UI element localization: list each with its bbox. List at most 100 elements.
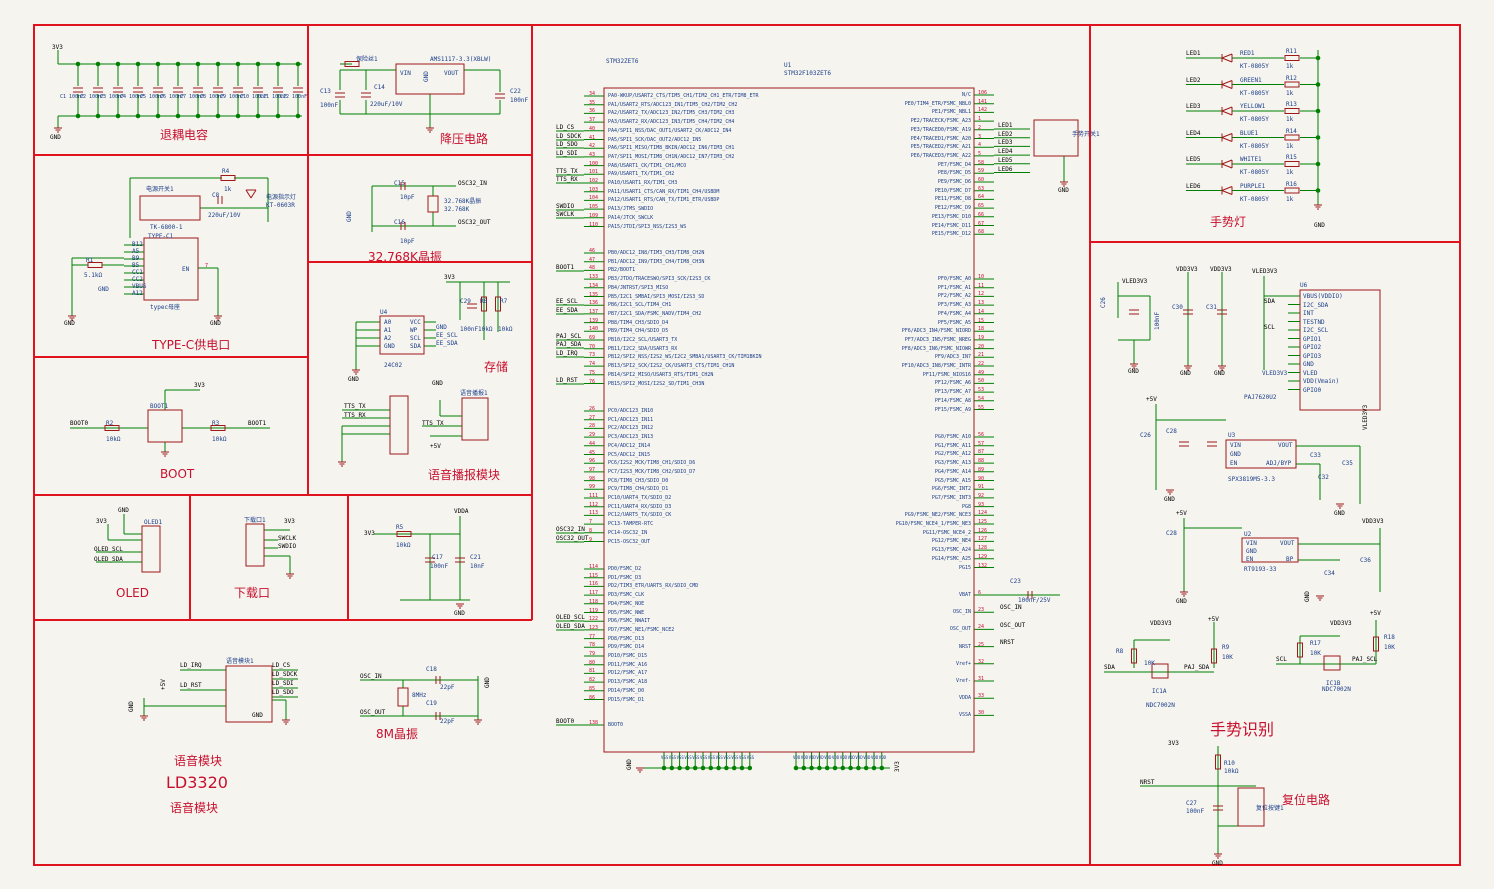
c17-label: C17 xyxy=(432,554,443,561)
mcu-pin-name: PF4/FSMC_A4 xyxy=(937,310,971,317)
mcu-pin-number: 26 xyxy=(589,406,596,412)
title-typec: TYPE-C供电口 xyxy=(152,338,231,352)
mcu-pin-number: 40 xyxy=(589,125,596,132)
r5-value: 10kΩ xyxy=(396,542,411,549)
mcu-net-label: SWDIO xyxy=(556,203,575,210)
led-net: LED2 xyxy=(1186,76,1201,84)
vdda-net: VDDA xyxy=(454,508,469,515)
mcu-pin-number: 44 xyxy=(589,440,596,447)
mcu-pin-number: 142 xyxy=(978,107,988,114)
mcu-pin-name: Vref+ xyxy=(955,660,971,667)
mcu-pin-number: 100 xyxy=(589,160,599,167)
resistor-symbol xyxy=(1284,81,1300,88)
c22-label: C22 xyxy=(510,88,521,95)
vled-rail: VLED3V3 xyxy=(1252,268,1278,275)
led-part: KT-0805Y xyxy=(1240,142,1269,150)
mcu-pin-name: PF10/ADC3_IN8/FSMC_INTR xyxy=(901,363,971,369)
resistor-symbol xyxy=(1297,642,1303,658)
u4-pin: WP xyxy=(410,327,418,334)
mcu-pin-number: 112 xyxy=(589,501,599,508)
c23-value: 100nF/25V xyxy=(1018,597,1051,604)
resistor-ref: R14 xyxy=(1286,127,1297,135)
ld-net: LD_SDO xyxy=(272,689,294,696)
resistor-value: 1k xyxy=(1286,169,1294,176)
gnd-net: GND xyxy=(210,320,221,327)
led-symbol xyxy=(1221,159,1233,165)
mcu-pin-name: PD7/FSMC_NE1/FSMC_NCE2 xyxy=(608,626,675,633)
mcu-pin-number: 89 xyxy=(978,466,985,473)
mcu-pin-number: 53 xyxy=(978,387,985,394)
gnd-label: GND xyxy=(50,134,61,141)
title-decoupling: 退耦电容 xyxy=(160,128,209,142)
mcu-pin-number: 81 xyxy=(589,668,596,675)
mcu-pin-number: 23 xyxy=(978,607,985,614)
vdd-rail: VDD3V3 xyxy=(1176,266,1198,273)
mcu-pin-number: 122 xyxy=(589,616,599,623)
plus5v: +5V xyxy=(160,679,167,690)
mcu-pin-name: PA8/USART1_CK/TIM1_CH1/MCO xyxy=(608,162,687,169)
mcu-pin-name: PB0/ADC12_IN8/TIM3_CH3/TIM8_CH2N xyxy=(608,250,705,256)
vdd-pin: VDD xyxy=(863,755,871,760)
mcu-net-label: TTS_TX xyxy=(556,168,578,175)
mcu-pin-name: VBAT xyxy=(958,592,971,598)
osc32-out: OSC32_OUT xyxy=(458,219,491,226)
u6-pin: GPIO1 xyxy=(1303,335,1322,343)
ld3320-module-body xyxy=(225,665,273,723)
gnd-net: GND xyxy=(1214,370,1225,377)
mcu-pin-number: 90 xyxy=(978,475,985,482)
junction-dot xyxy=(235,61,241,67)
title-gesture-light: 手势灯 xyxy=(1210,215,1247,229)
ldo-regulator-body xyxy=(395,63,465,95)
u6-pin: VLED xyxy=(1303,369,1318,377)
crystal8m-value: 8MHz xyxy=(412,692,427,699)
mcu-pin-name: N/C xyxy=(961,92,971,98)
gnd-net: GND xyxy=(432,380,443,387)
capacitor-value: C6 100nF xyxy=(160,94,185,100)
gnd-net: GND xyxy=(1304,591,1311,602)
mcu-pin-number: 56 xyxy=(978,432,985,438)
led-ref: RED1 xyxy=(1240,50,1255,57)
u6-pin: TESTND xyxy=(1303,318,1325,326)
mcu-pin-number: 128 xyxy=(978,545,988,552)
c16-label: C16 xyxy=(394,219,405,226)
junction-dot xyxy=(115,61,121,67)
mcu-pin-number: 25 xyxy=(978,641,985,648)
junction-dot xyxy=(1315,188,1321,193)
ld-net: LD_SDI xyxy=(272,680,294,687)
mcu-pin-number: 10 xyxy=(978,274,985,280)
usb-pin: A5 xyxy=(132,248,140,255)
c-label: C26 xyxy=(1140,432,1151,439)
junction-dot xyxy=(275,61,281,67)
swd-connector xyxy=(245,523,265,567)
c-value: 100nF xyxy=(1154,311,1161,330)
c13-value: 100nF xyxy=(320,102,339,109)
junction-dot xyxy=(235,113,241,119)
u6-pin: INT xyxy=(1303,310,1314,317)
mcu-pin-name: PC5/ADC12_IN15 xyxy=(608,451,651,458)
mcu-pin-number: 42 xyxy=(589,143,596,150)
ic1b-label: IC1B xyxy=(1326,680,1341,687)
mcu-pin-name: PE2/TRACECK/FSMC_A23 xyxy=(910,118,971,125)
mcu-pin-name: PD4/FSMC_NOE xyxy=(608,600,645,607)
u6-pin: VBUS(VDDIO) xyxy=(1303,293,1343,300)
scl-net: SCL xyxy=(1276,656,1287,663)
mcu-pin-name: PA9/USART1_TX/TIM1_CH2 xyxy=(608,171,675,178)
resistor-ref: R15 xyxy=(1286,154,1297,161)
gnd-net: GND xyxy=(1058,187,1069,194)
u3-part: SPX3819M5-3.3 xyxy=(1228,476,1275,483)
mcu-pin-number: 102 xyxy=(589,178,599,184)
paj-scl-net: PAJ_SCL xyxy=(1352,656,1378,663)
capacitor-value: C11 100nF xyxy=(260,94,288,100)
mcu-pin-name: PB9/TIM4_CH4/SDIO_D5 xyxy=(608,328,669,335)
r1-value: 5.1kΩ xyxy=(84,272,103,279)
oled-scl: OLED_SCL xyxy=(94,546,123,553)
mcu-pin-name: PB8/TIM4_CH3/SDIO_D4 xyxy=(608,319,669,326)
u3-pin: EN xyxy=(1230,460,1238,467)
vdd-rail: VDD3V3 xyxy=(1210,266,1232,273)
mcu-pin-number: 46 xyxy=(589,248,596,254)
mcu-pin-number: 67 xyxy=(978,220,985,227)
crystal-value: 32.768K xyxy=(444,206,470,213)
u4-label: U4 xyxy=(380,309,388,316)
mcu-pin-number: 8 xyxy=(589,527,593,534)
mcu-net-label: SWCLK xyxy=(556,211,575,218)
